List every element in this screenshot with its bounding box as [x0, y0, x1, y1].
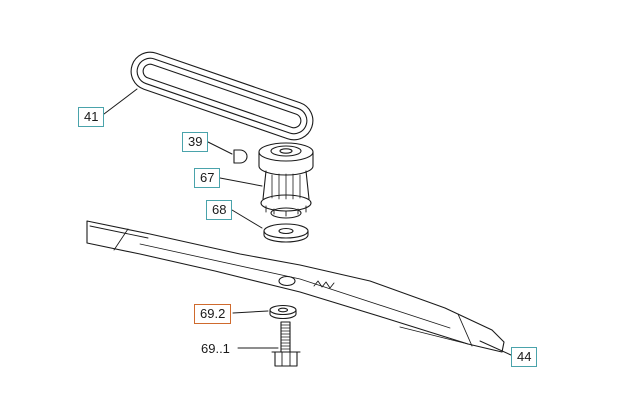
- leader-line-44: [479, 340, 512, 356]
- leader-line-39: [207, 141, 233, 155]
- leader-line-68: [231, 209, 263, 229]
- washer-69-2-drawing: [269, 304, 297, 320]
- part-label-68[interactable]: 68: [206, 200, 233, 220]
- washer-68-drawing: [263, 223, 309, 243]
- leader-lines: [103, 88, 512, 356]
- leader-line-67: [219, 177, 263, 187]
- key-drawing: [233, 149, 248, 164]
- bolt-drawing: [271, 321, 301, 367]
- part-label-39[interactable]: 39: [182, 132, 209, 152]
- leader-line-69-2: [232, 310, 269, 314]
- blade-drawing: [86, 220, 505, 353]
- part-label-69-2[interactable]: 69.2: [194, 304, 232, 324]
- part-label-44[interactable]: 44: [511, 347, 538, 367]
- belt-drawing: [130, 51, 314, 141]
- blade-adapter-drawing: [258, 142, 314, 219]
- leader-line-41: [103, 88, 138, 115]
- part-label-69-1: 69..1: [201, 341, 230, 356]
- blade-stamp-marking: [313, 280, 335, 289]
- part-label-67[interactable]: 67: [194, 168, 221, 188]
- part-label-41[interactable]: 41: [78, 107, 105, 127]
